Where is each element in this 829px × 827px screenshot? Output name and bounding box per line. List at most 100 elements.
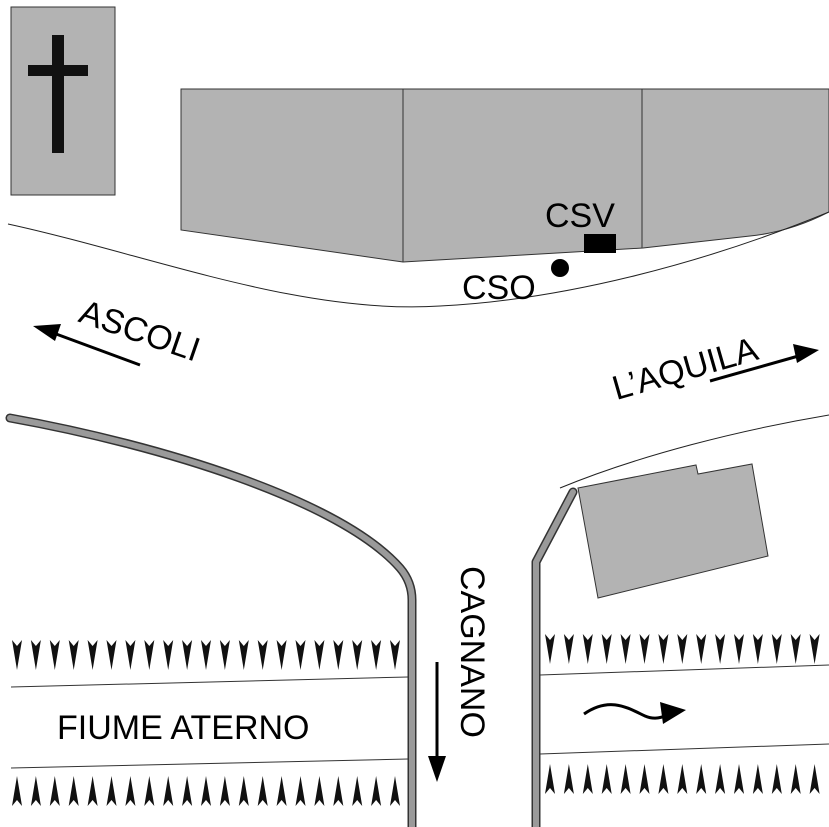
tree-symbol xyxy=(601,634,612,664)
large-building xyxy=(180,88,829,263)
tree-symbol xyxy=(144,776,155,806)
tree-symbol xyxy=(809,764,820,794)
ascoli-label: ASCOLI xyxy=(75,293,205,370)
laquila-arrow-head xyxy=(793,344,819,363)
tree-symbol xyxy=(163,640,174,670)
cross-icon xyxy=(28,35,88,153)
tree-symbol xyxy=(677,764,688,794)
river-banks xyxy=(10,664,829,769)
ascoli-direction: ASCOLI xyxy=(33,293,205,370)
tree-symbol xyxy=(333,776,344,806)
csv-label: CSV xyxy=(545,197,615,235)
tree-symbol xyxy=(12,640,22,670)
church xyxy=(10,6,116,196)
square-marker-icon xyxy=(584,234,616,253)
tree-symbol xyxy=(125,640,136,670)
tree-symbol xyxy=(314,640,325,670)
tree-symbol xyxy=(582,764,593,794)
tree-symbol xyxy=(125,776,136,806)
tree-symbol xyxy=(182,640,193,670)
tree-symbol xyxy=(49,776,60,806)
tree-symbol xyxy=(390,640,400,670)
building-outline xyxy=(180,88,829,263)
tree-symbol xyxy=(201,640,211,670)
bank-right-south xyxy=(539,743,829,755)
tree-symbol xyxy=(371,776,382,806)
left-wall xyxy=(5,413,417,827)
tree-symbol xyxy=(30,776,41,806)
tree-symbol xyxy=(734,764,744,794)
tree-symbol xyxy=(49,640,60,670)
tree-symbol xyxy=(68,640,79,670)
tree-symbol xyxy=(658,764,669,794)
tree-symbol xyxy=(68,776,79,806)
tree-symbol xyxy=(12,776,22,806)
bank-left-north xyxy=(10,676,409,688)
tree-symbol xyxy=(371,640,382,670)
tree-symbol xyxy=(30,640,41,670)
tree-symbol xyxy=(696,634,707,664)
ascoli-arrow-head xyxy=(33,324,61,341)
tree-symbol xyxy=(257,640,268,670)
tree-symbol xyxy=(352,776,363,806)
tree-symbol xyxy=(771,764,782,794)
tree-symbol xyxy=(106,776,117,806)
bank-right-north xyxy=(539,664,829,676)
tree-symbol xyxy=(601,764,612,794)
tree-symbol xyxy=(276,640,287,670)
road-edge-south xyxy=(559,414,829,489)
tree-symbol xyxy=(257,776,268,806)
tree-symbol xyxy=(639,634,650,664)
tree-symbol xyxy=(238,640,249,670)
main-road xyxy=(7,211,829,489)
tree-symbol xyxy=(563,764,574,794)
left-wall-fill xyxy=(7,415,415,827)
tree-symbol xyxy=(314,776,325,806)
tree-symbol xyxy=(390,776,400,806)
river-vegetation xyxy=(12,634,820,806)
tree-symbol xyxy=(352,640,363,670)
tree-symbol xyxy=(276,776,287,806)
flow-arrow-line xyxy=(583,703,669,720)
tree-symbol xyxy=(639,764,650,794)
tree-symbol xyxy=(582,634,593,664)
tree-symbol xyxy=(163,776,174,806)
tree-symbol xyxy=(620,634,631,664)
tree-symbol xyxy=(563,634,574,664)
cagnano-direction: CAGNANO xyxy=(428,566,491,782)
cagnano-label: CAGNANO xyxy=(453,566,491,738)
tree-symbol xyxy=(545,634,555,664)
tree-symbol xyxy=(87,776,98,806)
cso-label: CSO xyxy=(462,269,536,307)
tree-symbol xyxy=(752,764,763,794)
tree-symbol xyxy=(715,634,726,664)
cagnano-arrow-head xyxy=(428,756,446,782)
wavy-arrow-icon xyxy=(583,702,686,724)
tree-symbol xyxy=(715,764,726,794)
right-wall-fill xyxy=(533,489,576,827)
tree-symbol xyxy=(620,764,631,794)
tree-symbol xyxy=(790,764,801,794)
bank-left-south xyxy=(10,758,409,769)
tree-symbol xyxy=(201,776,211,806)
tree-symbol xyxy=(658,634,669,664)
tree-symbol xyxy=(295,776,306,806)
road-edge-north xyxy=(7,211,829,308)
tree-symbol xyxy=(677,634,688,664)
river-label: FIUME ATERNO xyxy=(57,709,310,747)
tree-symbol xyxy=(333,640,344,670)
tree-symbol xyxy=(752,634,763,664)
tree-symbol xyxy=(87,640,98,670)
tree-symbol xyxy=(734,634,744,664)
tree-symbol xyxy=(295,640,306,670)
small-building xyxy=(577,463,769,599)
tree-symbol xyxy=(144,640,155,670)
tree-symbol xyxy=(182,776,193,806)
laquila-label: L’AQUILA xyxy=(608,330,762,408)
flow-arrow-head xyxy=(660,702,686,724)
dot-marker-icon xyxy=(551,259,569,277)
tree-symbol xyxy=(219,640,230,670)
tree-symbol xyxy=(790,634,801,664)
tree-symbol xyxy=(106,640,117,670)
station-csv: CSV xyxy=(545,197,616,253)
